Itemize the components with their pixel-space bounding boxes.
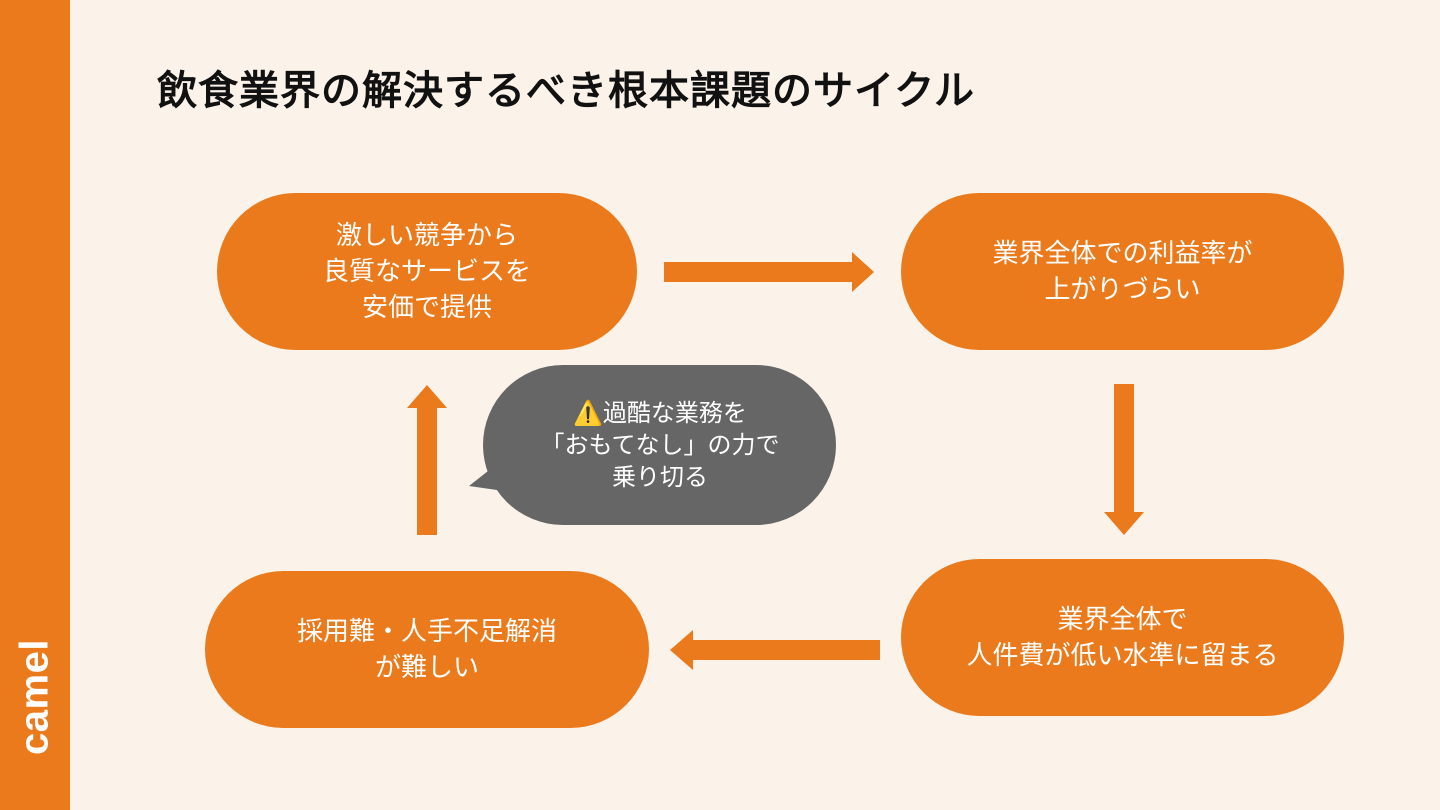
node-label: 業界全体での利益率が 上がりづらい — [992, 238, 1253, 305]
arrow-right-icon — [664, 252, 874, 292]
cycle-node-low-wages: 業界全体で 人件費が低い水準に留まる — [901, 559, 1344, 716]
cycle-node-low-profit: 業界全体での利益率が 上がりづらい — [901, 193, 1344, 350]
node-label: 業界全体で 人件費が低い水準に留まる — [966, 604, 1279, 671]
callout-label: ⚠️過酷な業務を 「おもてなし」の力で 乗り切る — [540, 399, 780, 491]
brand-sidebar: camel — [0, 0, 70, 810]
node-label: 採用難・人手不足解消 が難しい — [296, 616, 557, 683]
logo-text: camel — [12, 639, 57, 755]
page-title: 飲食業界の解決するべき根本課題のサイクル — [157, 68, 975, 114]
warning-callout: ⚠️過酷な業務を 「おもてなし」の力で 乗り切る — [465, 364, 837, 526]
arrow-left-icon — [670, 630, 880, 670]
arrow-down-icon — [1104, 384, 1144, 535]
cycle-node-competition: 激しい競争から 良質なサービスを 安価で提供 — [217, 193, 637, 350]
speech-bubble-shape — [469, 365, 836, 525]
node-label: 激しい競争から 良質なサービスを 安価で提供 — [322, 220, 531, 323]
camel-logo: camel — [10, 602, 60, 792]
cycle-node-hiring: 採用難・人手不足解消 が難しい — [205, 571, 649, 728]
arrow-up-icon — [407, 385, 447, 535]
